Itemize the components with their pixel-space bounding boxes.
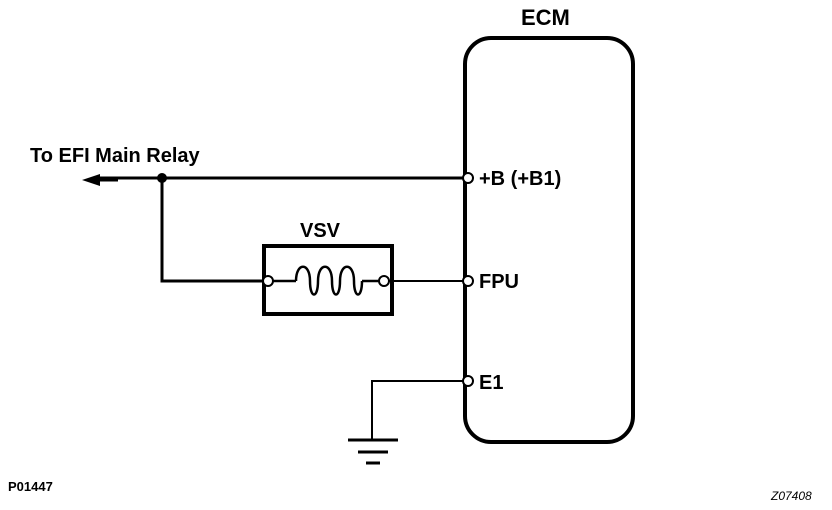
pin-b-label: +B (+B1) [479,168,561,190]
ground-icon [348,438,398,465]
pin-e1-label: E1 [479,372,503,394]
ecm-box [463,36,635,444]
relay-label: To EFI Main Relay [30,145,201,167]
pin-fpu-label: FPU [479,271,519,293]
pin-b-terminal [462,172,474,184]
pin-e1-terminal [462,375,474,387]
vsv-terminal-left [262,275,274,287]
relay-arrow-icon [82,174,118,186]
code-right: Z07408 [770,489,812,503]
ecm-label: ECM [521,5,570,30]
pin-fpu-terminal [462,275,474,287]
vsv-coil-icon [273,265,379,296]
vsv-label: VSV [300,220,341,242]
e1-wire [371,380,465,440]
vsv-feed-wire [160,178,266,283]
vsv-terminal-right [378,275,390,287]
code-left: P01447 [8,479,53,494]
